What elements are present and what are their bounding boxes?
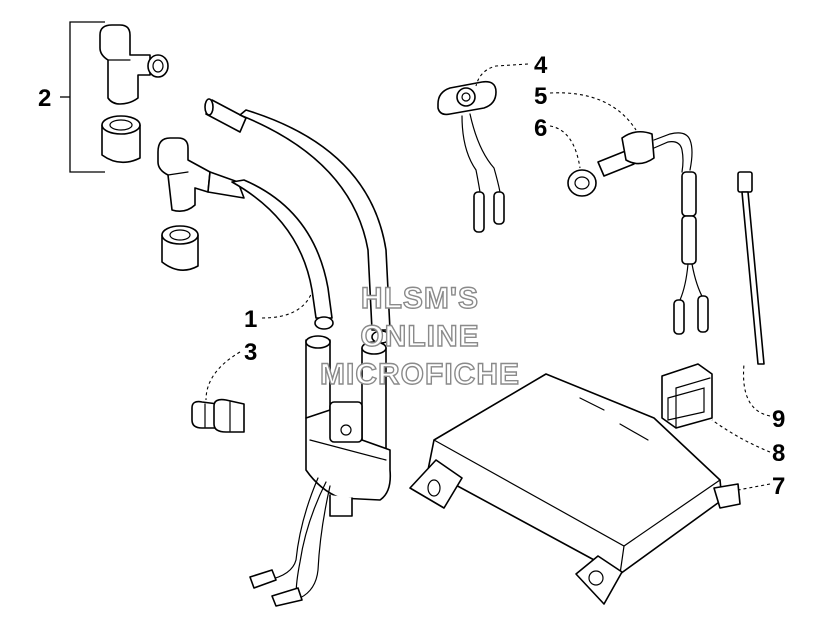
callout-9: 9 — [772, 406, 785, 433]
callout-6: 6 — [534, 115, 547, 142]
watermark-line-3: MICROFICHE — [320, 358, 520, 391]
callout-4: 4 — [534, 52, 548, 79]
callout-3: 3 — [244, 339, 257, 366]
lead-clip[interactable] — [191, 398, 245, 433]
boot-lower[interactable] — [161, 225, 199, 271]
callout-7: 7 — [772, 473, 785, 500]
callout-1: 1 — [244, 306, 257, 333]
ignition-coil[interactable] — [305, 401, 392, 517]
spark-plug-cap-lower[interactable] — [157, 137, 211, 212]
leader-lines — [205, 63, 771, 491]
ignition-lead-2[interactable] — [204, 98, 391, 451]
callout-2: 2 — [38, 85, 51, 112]
connector[interactable] — [661, 363, 713, 429]
washer[interactable] — [567, 169, 597, 197]
callout-2-bracket — [60, 21, 105, 173]
callout-8: 8 — [772, 440, 785, 467]
watermark-line-2: ONLINE — [360, 320, 479, 353]
watermark-line-1: HLSM'S — [361, 282, 479, 315]
spark-plug-cap-upper[interactable] — [99, 24, 169, 105]
ignition-lead-1[interactable] — [207, 171, 334, 419]
coil-wires — [249, 477, 331, 607]
boot-upper[interactable] — [101, 115, 141, 164]
watermark: HLSM'S ONLINE MICROFICHE — [319, 281, 520, 391]
thermo-switch[interactable] — [597, 130, 709, 335]
cdi-module[interactable] — [409, 373, 741, 605]
temperature-sensor[interactable] — [437, 80, 505, 233]
cable-tie[interactable] — [737, 171, 765, 365]
callout-5: 5 — [534, 83, 547, 110]
